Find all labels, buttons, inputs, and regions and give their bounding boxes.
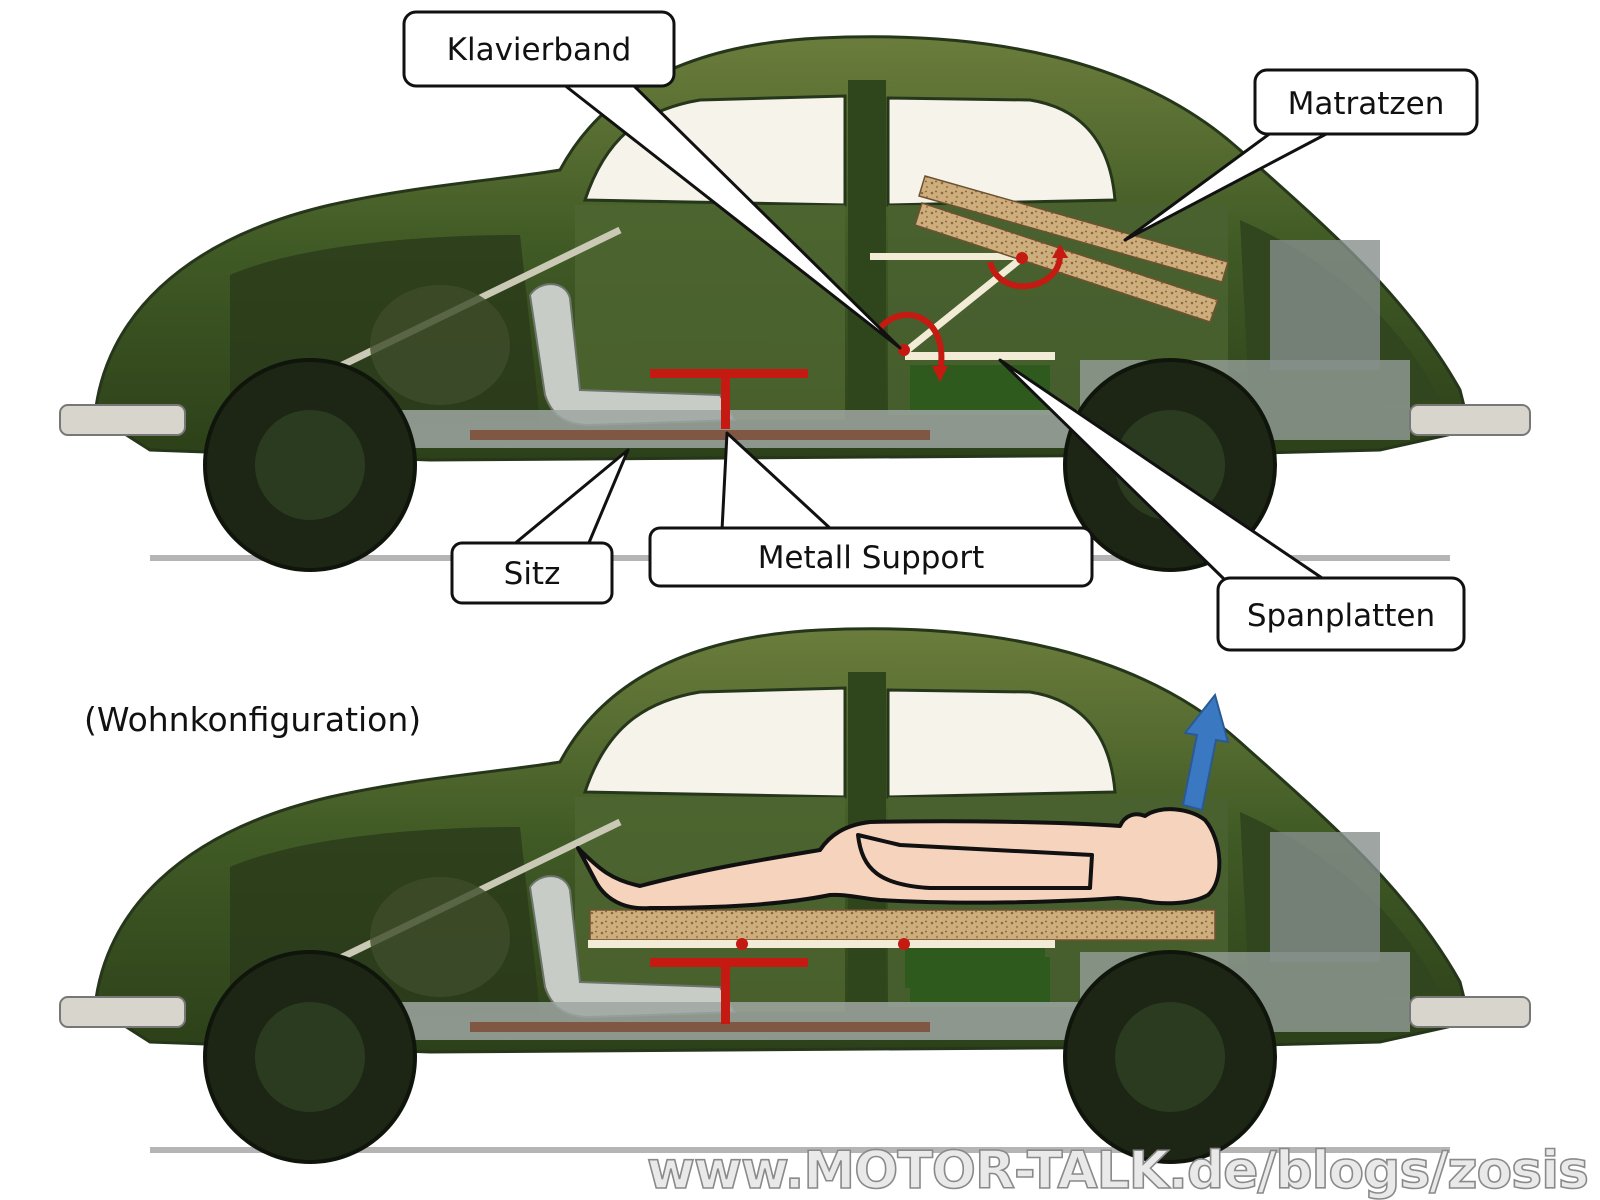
- bed-configuration: [588, 909, 1216, 988]
- metall-support-top: [650, 369, 808, 429]
- watermark-text: www.MOTOR-TALK.de/blogs/zosis: [647, 1141, 1588, 1200]
- callout-sitz: Sitz: [450, 448, 630, 605]
- lying-person-figure: [576, 807, 1222, 911]
- sitz-label: Sitz: [504, 556, 561, 592]
- klavierband-label: Klavierband: [447, 32, 632, 68]
- klavierband-hinges: [877, 244, 1068, 382]
- matratzen-mattresses: [914, 175, 1229, 323]
- callout-spanplatten: Spanplatten: [998, 358, 1466, 652]
- configuration-caption: (Wohnkonfiguration): [84, 700, 422, 739]
- callout-klavierband: Klavierband: [402, 10, 902, 350]
- motor-talk-watermark: www.MOTOR-TALK.de/blogs/zosis: [646, 1140, 1590, 1200]
- metall-support-bottom: [650, 958, 808, 1024]
- callout-metall-support: Metall Support: [648, 431, 1094, 588]
- spanplatten-boards: [870, 253, 1055, 360]
- matratzen-label: Matratzen: [1288, 86, 1445, 122]
- spanplatten-label: Spanplatten: [1247, 598, 1435, 634]
- metall-support-label: Metall Support: [758, 540, 985, 576]
- blue-up-arrow: [1181, 692, 1230, 812]
- callout-matratzen: Matratzen: [1123, 68, 1479, 242]
